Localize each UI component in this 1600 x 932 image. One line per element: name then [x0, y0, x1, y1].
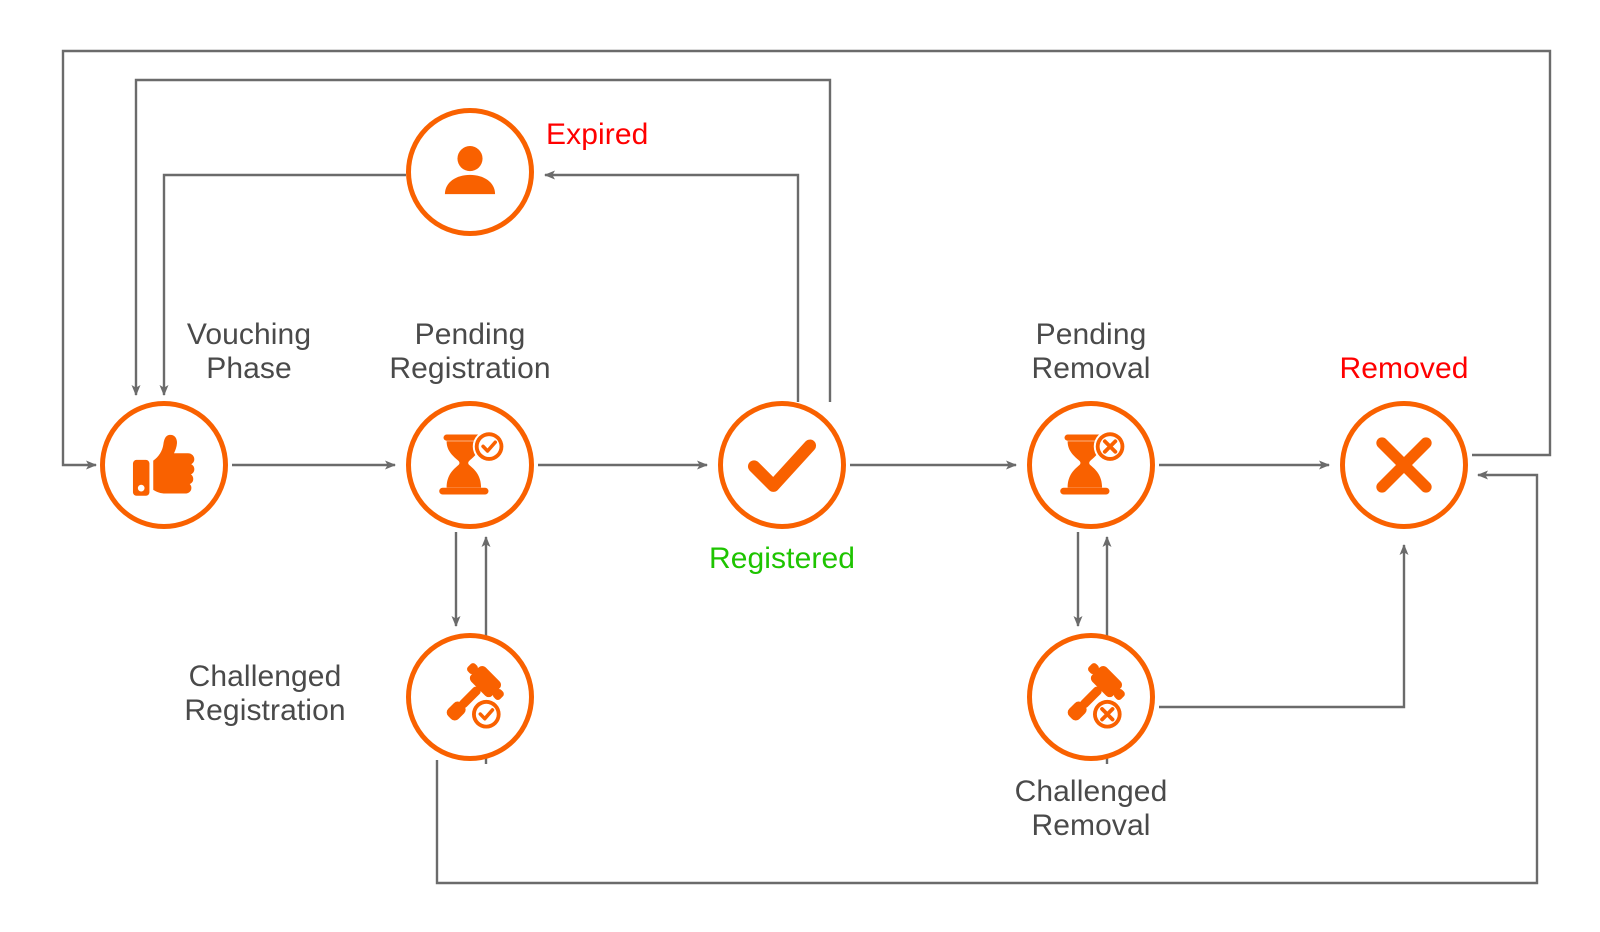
edge-challenged-removal-to-removed [1159, 544, 1409, 709]
label-pending-registration: Pending Registration [389, 318, 551, 385]
edge-challenged-registration-to-removed [435, 470, 1539, 885]
node-challenged-removal[interactable] [1027, 633, 1155, 761]
edge-registered-to-vouching [131, 78, 832, 402]
person-icon [435, 137, 505, 207]
gavel-x-icon [1051, 657, 1131, 737]
gavel-check-icon [430, 657, 510, 737]
edge-registered-to-expired [544, 170, 800, 402]
label-challenged-registration: Challenged Registration [184, 660, 346, 727]
label-pending-removal: Pending Removal [1031, 318, 1151, 385]
edge-expired-to-vouching [159, 173, 406, 396]
node-vouching-phase[interactable] [100, 401, 228, 529]
edge-removed-to-vouching [61, 49, 1552, 470]
hourglass-check-icon [430, 425, 510, 505]
node-expired[interactable] [406, 108, 534, 236]
label-vouching-phase: Vouching Phase [186, 318, 312, 385]
label-removed: Removed [1339, 352, 1469, 385]
check-icon [739, 422, 825, 508]
node-removed[interactable] [1340, 401, 1468, 529]
node-challenged-registration[interactable] [406, 633, 534, 761]
node-registered[interactable] [718, 401, 846, 529]
hourglass-x-icon [1051, 425, 1131, 505]
label-challenged-removal: Challenged Removal [1014, 775, 1168, 842]
node-pending-registration[interactable] [406, 401, 534, 529]
label-expired: Expired [546, 118, 649, 151]
thumbs-up-icon [126, 427, 202, 503]
label-registered: Registered [708, 542, 856, 575]
node-pending-removal[interactable] [1027, 401, 1155, 529]
x-icon [1364, 425, 1444, 505]
